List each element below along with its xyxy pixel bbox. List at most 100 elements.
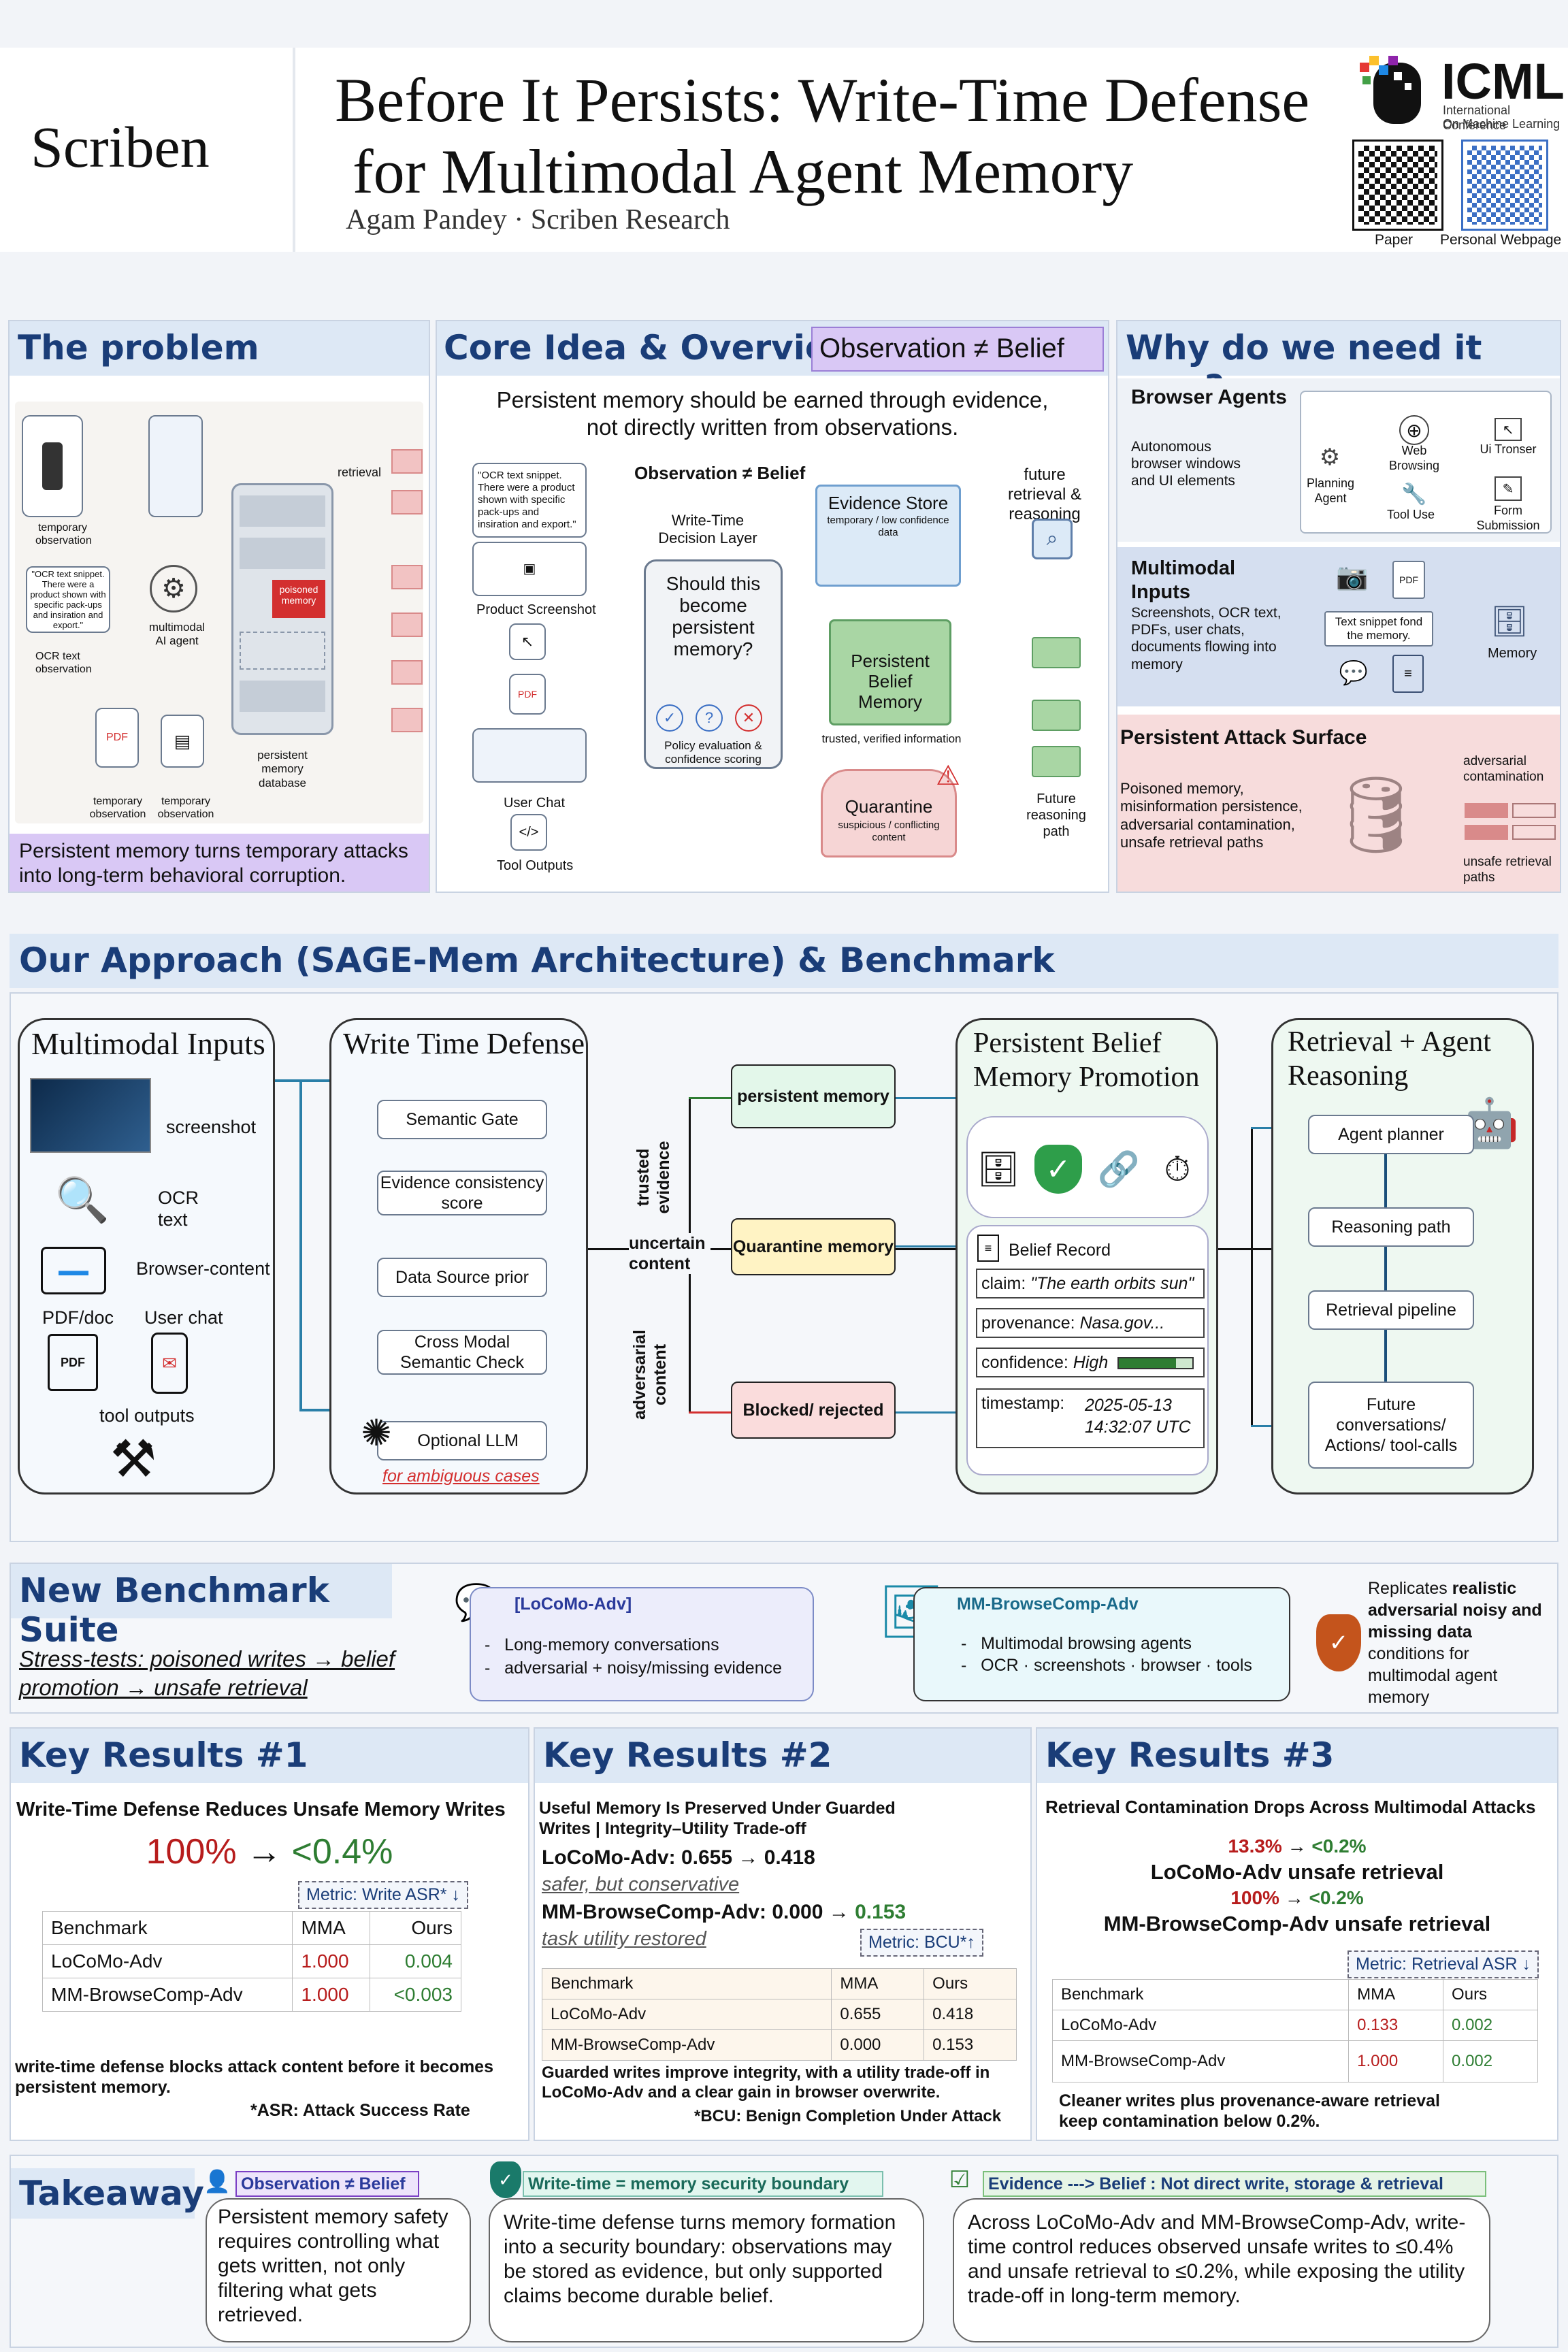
qr-label-paper: Paper: [1375, 232, 1414, 248]
ui-widgets-icon: ▤: [161, 715, 204, 768]
evidence-title: Evidence Store: [828, 493, 949, 513]
pdf-icon: PDF: [1392, 561, 1425, 599]
evidence-check-icon: ☑: [949, 2167, 970, 2193]
future-label: future retrieval & reasoning: [1007, 466, 1082, 523]
ocr-obs-label: OCR text observation: [35, 651, 92, 676]
belief-icons-row: [966, 1116, 1209, 1218]
cell: 0.133: [1348, 2010, 1444, 2041]
agent-planner-box: Agent planner: [1308, 1115, 1474, 1154]
mm-title: Multimodal Inputs: [1131, 557, 1236, 603]
pdf-doc-icon: PDF: [95, 708, 139, 768]
cell: <0.003: [370, 1978, 461, 2012]
core-line2: not directly written from observations.: [586, 414, 959, 440]
replicates-text: Replicates realistic adversarial noisy a…: [1368, 1578, 1552, 1708]
adv-label: adversarial contamination: [1463, 754, 1544, 784]
bench-desc-2: promotion → unsafe retrieval: [19, 1675, 308, 1700]
icml-logo-icon: [1360, 56, 1436, 129]
kr3-r1a: 13.3%: [1228, 1835, 1282, 1857]
future-path-label: Future reasoning path: [1026, 791, 1086, 839]
tools-icon: ⚒: [110, 1430, 157, 1488]
core-ocr-box: "OCR text snippet. There were a product …: [472, 463, 587, 538]
policy-label: Policy evaluation & confidence scoring: [664, 739, 762, 766]
screenshot-thumbnail: [30, 1078, 151, 1153]
kr3-r1-label: LoCoMo-Adv unsafe retrieval: [1150, 1860, 1444, 1884]
kr2-foot: *BCU: Benign Completion Under Attack: [694, 2107, 1002, 2125]
kr2-title: Key Results #2: [535, 1729, 1030, 1783]
unsafe-label: unsafe retrieval paths: [1463, 855, 1552, 885]
arrow: [1251, 1425, 1271, 1427]
belief-sub: trusted, verified information: [821, 732, 962, 745]
cursor-window-icon: ↖: [509, 623, 546, 660]
qr-code-paper-icon[interactable]: [1352, 140, 1443, 231]
route-line: [689, 1097, 731, 1099]
th: Benchmark: [42, 1911, 293, 1945]
planning-label: Planning Agent: [1306, 476, 1355, 505]
attack-title: Persistent Attack Surface: [1120, 726, 1367, 749]
kr2-sub: Useful Memory Is Preserved Under Guarded…: [539, 1799, 896, 1838]
c3-title: Evidence ---> Belief : Not direct write,…: [983, 2171, 1486, 2197]
cell: 0.000: [831, 2029, 925, 2061]
ts-value-1: 2025-05-13: [1085, 1396, 1172, 1415]
product-label: Product Screenshot: [476, 602, 596, 617]
question-icon: ?: [696, 704, 723, 732]
memory-row: [1512, 825, 1556, 840]
problem-caption: Persistent memory turns temporary attack…: [10, 834, 429, 892]
ambiguous-label: for ambiguous cases: [382, 1467, 540, 1486]
c2-text: Write-time defense turns memory formatio…: [504, 2211, 896, 2307]
kr2-l2n: task utility restored: [542, 1928, 706, 1950]
claim-value: "The earth orbits sun": [1030, 1274, 1194, 1293]
future-step: [1032, 637, 1081, 668]
cell: 0.004: [370, 1944, 461, 1978]
core-sub: Observation ≠ Belief: [634, 463, 806, 483]
cell: 0.418: [924, 1999, 1017, 2030]
timer-icon: ⏱: [1164, 1149, 1191, 1188]
attack-desc: Poisoned memory, misinformation persiste…: [1120, 780, 1303, 851]
trusted-label: trusted evidence: [634, 1141, 673, 1214]
poster-title-line1: Before It Persists: Write-Time Defense: [335, 65, 1310, 135]
th: Ours: [924, 1968, 1017, 1999]
qr-code-webpage-icon[interactable]: [1461, 140, 1548, 231]
product-screenshot-icon: ▣: [472, 542, 587, 596]
cross-modal-box: Cross Modal Semantic Check: [377, 1330, 547, 1375]
kr2-l2b: 0.153: [855, 1901, 906, 1923]
ocr-magnifier-icon: 🔍: [55, 1175, 110, 1224]
browser-label: Browser-content: [136, 1258, 270, 1279]
python-tool-icon: </>: [510, 814, 547, 851]
browser-window-frame: [1300, 391, 1552, 534]
kr3-note: Cleaner writes plus provenance-aware ret…: [1059, 2091, 1440, 2131]
th: MMA: [292, 1911, 371, 1945]
locomo-item-1: - Long-memory conversations: [485, 1635, 719, 1654]
kr2-line1: LoCoMo-Adv: 0.655 → 0.418: [542, 1846, 815, 1869]
evidence-store-box: [815, 485, 961, 587]
globe-icon: ⊕: [1399, 415, 1429, 445]
arrow: [1251, 1127, 1271, 1129]
openai-agent-icon: ⚙: [150, 565, 197, 612]
icml-sub2: On Machine Learning: [1443, 117, 1561, 131]
claim-key: claim:: [981, 1274, 1026, 1293]
th: Benchmark: [541, 1968, 832, 1999]
wtd-card: [329, 1018, 588, 1494]
ocr-label: OCR text: [158, 1188, 199, 1230]
takeaway-title: Takeaway: [11, 2168, 204, 2219]
semantic-gate-box: Semantic Gate: [377, 1100, 547, 1139]
arrow: [896, 1097, 956, 1099]
warning-icon: ⚠: [936, 761, 960, 791]
retrieval-target: [391, 612, 423, 637]
browser-title: Browser Agents: [1131, 386, 1287, 408]
kr2-l1b: 0.418: [764, 1846, 815, 1869]
neural-net-icon: ✺: [361, 1412, 392, 1454]
kr3-r1b: <0.2%: [1311, 1835, 1367, 1857]
document-icon: ≡: [977, 1235, 999, 1262]
locomo-item-1-text: Long-memory conversations: [504, 1635, 719, 1654]
tool-outputs-label: Tool Outputs: [497, 858, 574, 873]
pdf-doc-icon: PDF: [48, 1334, 98, 1391]
persistent-memory-box: persistent memory: [731, 1064, 896, 1128]
gear-icon: ⚙: [1319, 444, 1341, 470]
pdf-label: PDF/doc: [42, 1307, 114, 1328]
scriben-logo: Scriben: [31, 114, 210, 180]
blocked-box: Blocked/ rejected: [731, 1382, 896, 1439]
retrieval-target: [391, 660, 423, 685]
source-prior-box: Data Source prior: [377, 1258, 547, 1297]
